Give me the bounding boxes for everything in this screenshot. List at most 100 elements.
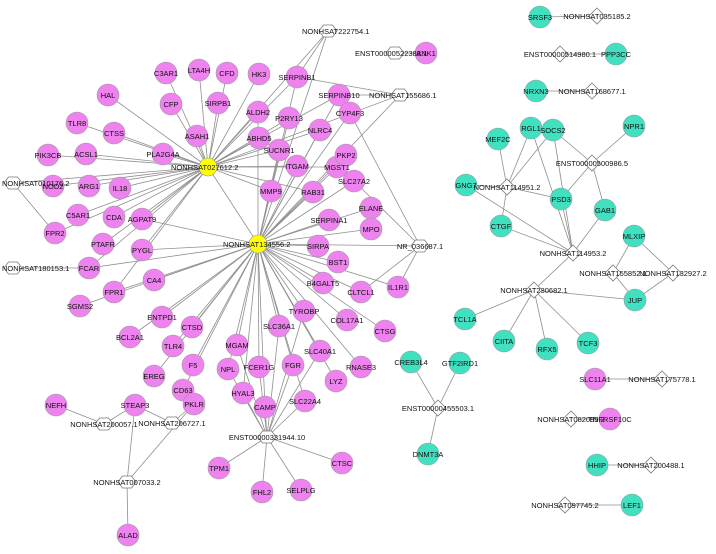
node-nefh[interactable] [44, 393, 68, 417]
node-slc40a1[interactable] [308, 339, 332, 363]
node-nonhsat027612-2[interactable] [198, 157, 218, 177]
node-alad[interactable] [116, 523, 140, 547]
node-tlr8[interactable] [65, 111, 89, 135]
node-il1r1[interactable] [386, 275, 410, 299]
node-nonhsat175778-1[interactable] [653, 370, 671, 388]
node-fcar[interactable] [77, 256, 101, 280]
node-agpat9[interactable] [130, 207, 154, 231]
node-lta4h[interactable] [187, 58, 211, 82]
node-ptafr[interactable] [91, 232, 115, 256]
node-nonhsat230682-1[interactable] [525, 281, 543, 299]
node-entpd1[interactable] [150, 305, 174, 329]
node-ciita[interactable] [492, 329, 516, 353]
node-c5ar1[interactable] [66, 203, 90, 227]
node-creb3l4[interactable] [399, 350, 423, 374]
node-serpinb1[interactable] [285, 65, 309, 89]
node-jup[interactable] [623, 288, 647, 312]
node-ctsg[interactable] [373, 319, 397, 343]
node-gab1[interactable] [593, 198, 617, 222]
node-pla2g4a[interactable] [151, 142, 175, 166]
node-mmp9[interactable] [259, 179, 283, 203]
node-nonhsat134556-2[interactable] [248, 234, 268, 254]
node-enst00000514980-1[interactable] [551, 45, 569, 63]
node-itgam[interactable] [285, 154, 309, 178]
node-fhl2[interactable] [250, 480, 274, 504]
node-rfx5[interactable] [535, 337, 559, 361]
node-psd3[interactable] [549, 187, 573, 211]
node-pklr[interactable] [182, 392, 206, 416]
node-nod2[interactable] [41, 174, 65, 198]
node-tlr4[interactable] [161, 334, 185, 358]
node-hyal3[interactable] [231, 381, 255, 405]
node-rnase3[interactable] [349, 355, 373, 379]
node-asah1[interactable] [185, 124, 209, 148]
node-nonhsat010176-2[interactable] [3, 176, 23, 190]
node-hhip[interactable] [585, 453, 609, 477]
node-hk3[interactable] [247, 62, 271, 86]
node-cda[interactable] [102, 205, 126, 229]
node-cyp4f3[interactable] [338, 101, 362, 125]
node-sgms2[interactable] [68, 294, 92, 318]
node-enst00000522388-1[interactable] [385, 46, 405, 60]
node-nonhsat200057-1[interactable] [94, 417, 114, 431]
node-nonhsat155686-1[interactable] [390, 88, 410, 102]
node-npl[interactable] [216, 357, 240, 381]
node-pik3cb[interactable] [36, 143, 60, 167]
node-ca4[interactable] [142, 268, 166, 292]
node-gng7[interactable] [454, 173, 478, 197]
node-nonhsat132927-2[interactable] [664, 264, 682, 282]
node-fcer1g[interactable] [247, 355, 271, 379]
node-serpinb10[interactable] [327, 83, 351, 107]
node-lyz[interactable] [324, 369, 348, 393]
node-col17a1[interactable] [335, 308, 359, 332]
node-il18[interactable] [108, 176, 132, 200]
node-fgr[interactable] [281, 353, 305, 377]
node-dnmt3a[interactable] [416, 442, 440, 466]
node-nonhsat035185-2[interactable] [588, 7, 606, 25]
node-gtf2ird1[interactable] [448, 351, 472, 375]
node-bcl2a1[interactable] [118, 325, 142, 349]
node-fpr2[interactable] [43, 221, 67, 245]
node-sucnr1[interactable] [267, 138, 291, 162]
node-nonhsat200488-1[interactable] [642, 456, 660, 474]
node-steap3[interactable] [123, 393, 147, 417]
node-b4galt5[interactable] [311, 271, 335, 295]
node-nonhsat114953-2[interactable] [564, 244, 582, 262]
node-nonhsat082085-2[interactable] [562, 410, 580, 428]
node-nonhsat114951-2[interactable] [498, 178, 516, 196]
node-c3ar1[interactable] [154, 61, 178, 85]
node-selplg[interactable] [289, 478, 313, 502]
node-nr-036687-1[interactable] [410, 239, 430, 253]
node-slc27a2[interactable] [342, 169, 366, 193]
node-slc22a4[interactable] [293, 389, 317, 413]
node-srsf3[interactable] [528, 5, 552, 29]
node-serpina1[interactable] [317, 208, 341, 232]
node-nonhsat222754-1[interactable] [318, 24, 338, 38]
node-slc36a1[interactable] [267, 314, 291, 338]
node-ereg[interactable] [142, 364, 166, 388]
node-cfp[interactable] [159, 92, 183, 116]
node-ppp3cc[interactable] [604, 42, 628, 66]
node-slc11a1[interactable] [583, 367, 607, 391]
node-camp[interactable] [253, 395, 277, 419]
node-nonhsat180153-1[interactable] [3, 261, 23, 275]
node-abhd5[interactable] [247, 126, 271, 150]
node-bst1[interactable] [326, 250, 350, 274]
node-fpr1[interactable] [102, 280, 126, 304]
node-tcf3[interactable] [576, 331, 600, 355]
node-pygl[interactable] [130, 238, 154, 262]
node-sirpb1[interactable] [206, 91, 230, 115]
node-ctsd[interactable] [180, 315, 204, 339]
node-mpo[interactable] [359, 217, 383, 241]
node-mlxip[interactable] [622, 224, 646, 248]
node-enst00000331944-10[interactable] [257, 430, 277, 444]
node-nonhsat155852-1[interactable] [604, 264, 622, 282]
node-cltcl1[interactable] [349, 280, 373, 304]
node-p2ry13[interactable] [277, 106, 301, 130]
node-nlrc4[interactable] [308, 118, 332, 142]
node-nonhsat206727-1[interactable] [162, 416, 182, 430]
node-tcl1a[interactable] [453, 307, 477, 331]
node-npr1[interactable] [622, 114, 646, 138]
node-sirpa[interactable] [306, 234, 330, 258]
node-ctsc[interactable] [330, 451, 354, 475]
